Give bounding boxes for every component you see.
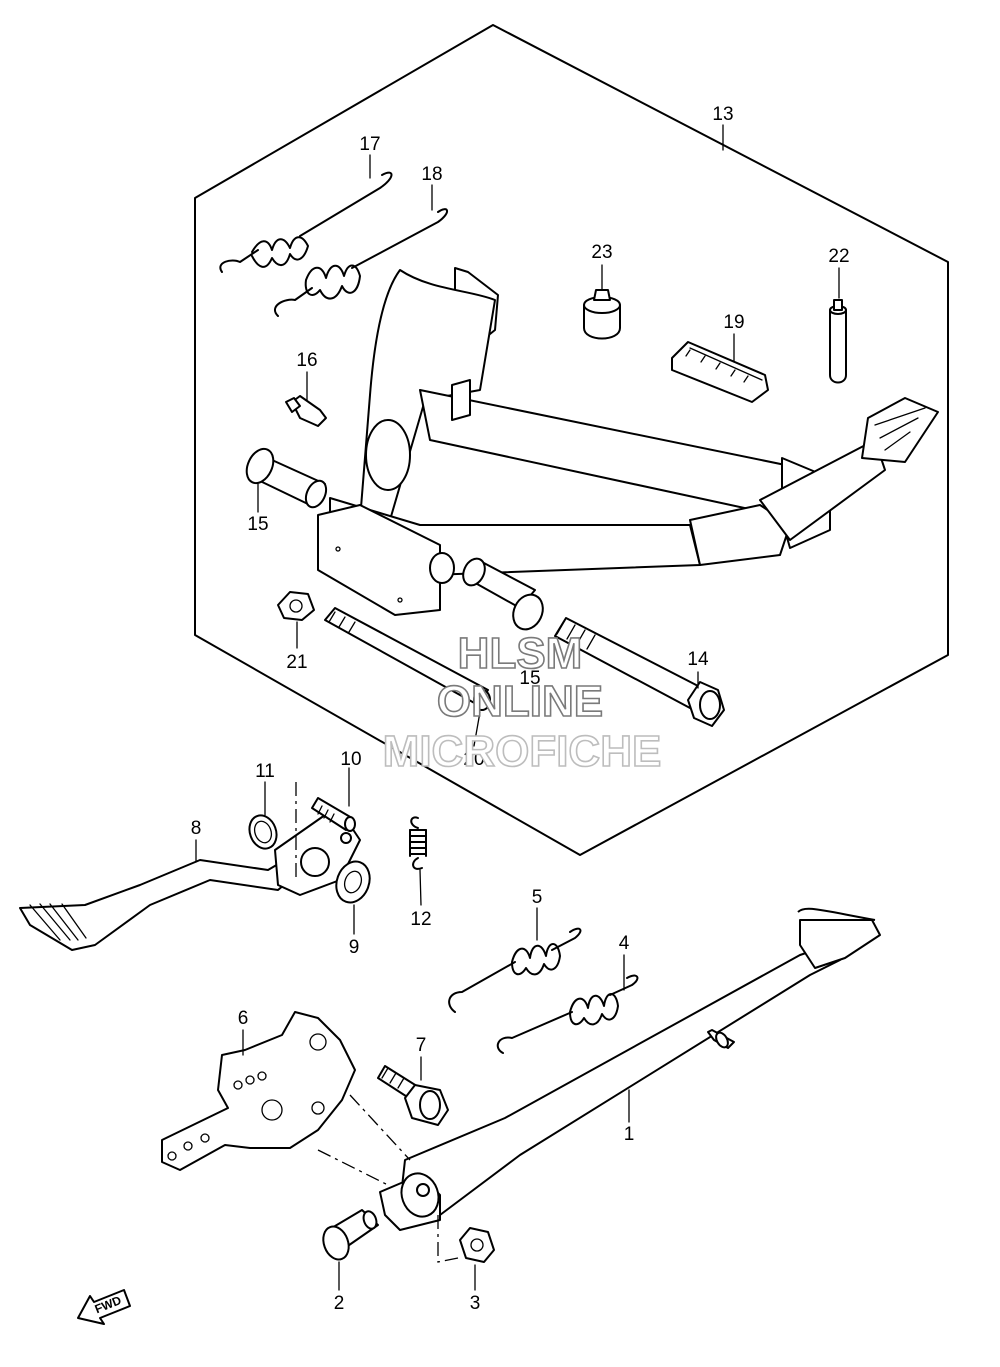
label-23: 23: [591, 242, 612, 263]
leader-lines: [195, 124, 840, 1291]
fwd-arrow-icon: FWD: [77, 1289, 131, 1325]
part-15-collar-right: [462, 557, 544, 631]
axis-line-nut: [437, 1215, 459, 1263]
part-15-collar-left: [245, 447, 328, 509]
label-12: 12: [410, 909, 431, 930]
spring-18: [274, 208, 448, 317]
watermark-microfiche: MICROFICHE: [383, 727, 662, 776]
part-4-spring: [496, 974, 639, 1054]
label-9: 9: [349, 937, 360, 958]
part-16-nipple: [285, 395, 327, 427]
part-5-spring: [448, 927, 582, 1013]
label-19: 19: [723, 312, 744, 333]
part-1-side-stand: [379, 907, 881, 1231]
part-2-pivot-bolt: [322, 1209, 379, 1261]
part-14-bolt: [554, 617, 725, 727]
label-2: 2: [334, 1293, 345, 1314]
part-9-washer: [335, 860, 371, 904]
watermark-online: ONLINE: [437, 677, 603, 726]
label-22: 22: [828, 246, 849, 267]
label-4: 4: [619, 933, 630, 954]
label-7: 7: [416, 1035, 427, 1056]
part-7-bolt: [377, 1065, 449, 1126]
part-22-pin: [829, 299, 847, 384]
label-18: 18: [421, 164, 442, 185]
label-21: 21: [286, 652, 307, 673]
label-17: 17: [359, 134, 380, 155]
spring-17: [219, 171, 393, 273]
label-6: 6: [238, 1008, 249, 1029]
part-23-cap: [583, 289, 621, 340]
center-stand-frame: [317, 267, 939, 616]
label-3: 3: [470, 1293, 481, 1314]
part-20-bolt: [324, 607, 491, 711]
label-16: 16: [296, 350, 317, 371]
label-5: 5: [532, 887, 543, 908]
label-10: 10: [340, 749, 361, 770]
label-11: 11: [255, 761, 275, 782]
axis-line-bracket: [317, 1149, 389, 1186]
label-15-right: 15: [519, 668, 540, 689]
assembly-boundary: [194, 24, 949, 856]
label-8: 8: [191, 818, 202, 839]
part-3-nut: [459, 1227, 495, 1263]
part-10-nipple: [311, 797, 356, 832]
part-11-circlip: [248, 814, 278, 850]
part-21-nut: [277, 591, 315, 621]
label-13: 13: [712, 104, 733, 125]
axis-line-bracket-2: [349, 1094, 411, 1161]
label-1: 1: [624, 1124, 635, 1145]
part-12-spring: [409, 816, 427, 870]
part-19-rubber: [671, 341, 769, 403]
part-6-bracket: [161, 1011, 356, 1171]
watermark-hlsm: HLSM: [458, 629, 583, 678]
label-14: 14: [687, 649, 709, 670]
label-15-left: 15: [247, 514, 268, 535]
label-20: 20: [463, 749, 484, 770]
